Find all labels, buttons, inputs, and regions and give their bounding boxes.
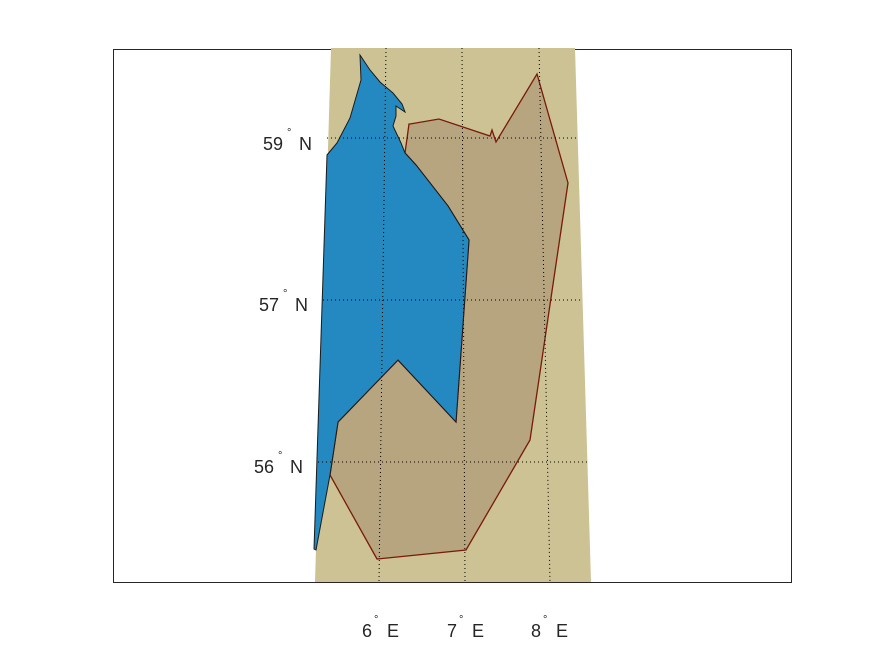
lon-label-8-hemisphere: E xyxy=(556,621,568,641)
lat-label-56-value: 56 xyxy=(254,457,274,477)
lon-label-7-hemisphere: E xyxy=(472,621,484,641)
lon-label-6-value: 6 xyxy=(362,621,372,641)
lon-label-8-degree: ° xyxy=(543,614,547,626)
lon-label-8-value: 8 xyxy=(531,621,541,641)
lon-label-7-value: 7 xyxy=(447,621,457,641)
lon-label-6-hemisphere: E xyxy=(387,621,399,641)
lon-label-7-degree: ° xyxy=(459,614,463,626)
lat-label-57: 57 ° N xyxy=(259,288,308,315)
lat-label-59-hemisphere: N xyxy=(299,134,312,154)
lat-label-56-degree: ° xyxy=(278,450,282,462)
lat-label-56-hemisphere: N xyxy=(290,457,303,477)
lat-label-57-value: 57 xyxy=(259,295,279,315)
lon-label-6-degree: ° xyxy=(374,614,378,626)
lon-label-8: 8 ° E xyxy=(531,614,568,641)
lat-label-57-hemisphere: N xyxy=(295,295,308,315)
lat-label-59-degree: ° xyxy=(287,127,291,139)
lon-label-6: 6 ° E xyxy=(362,614,399,641)
lat-label-56: 56 ° N xyxy=(254,450,303,477)
lat-label-59: 59 ° N xyxy=(263,127,312,154)
water-body xyxy=(313,53,470,551)
lat-label-57-degree: ° xyxy=(283,288,287,300)
graticule xyxy=(318,47,587,583)
lon-label-7: 7 ° E xyxy=(447,614,484,641)
lat-label-59-value: 59 xyxy=(263,134,283,154)
